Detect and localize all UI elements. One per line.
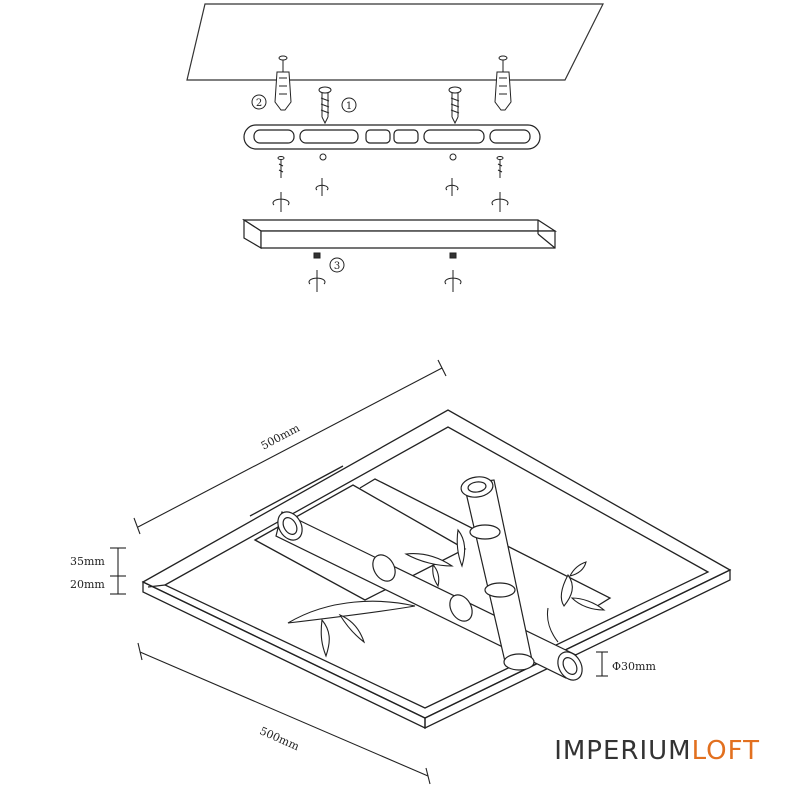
brand-part-1: IMPERIUM	[554, 736, 692, 766]
screw-right	[448, 86, 462, 125]
step-2-marker: 2	[251, 94, 267, 110]
wall-anchor-left	[274, 55, 292, 111]
brand-logo: IMPERIUMLOFT	[554, 736, 760, 766]
bottom-dimension	[137, 642, 431, 785]
screw-left	[318, 86, 332, 125]
step-1-label: 1	[346, 101, 352, 112]
mounting-bracket	[243, 124, 541, 150]
height-dimension	[110, 547, 126, 595]
bamboo-leaves	[287, 528, 606, 658]
brand-part-2: LOFT	[691, 736, 760, 766]
bottom-width-label: 500mm	[258, 724, 302, 753]
top-dimension	[133, 359, 447, 535]
ceiling-surface	[186, 3, 604, 81]
height-lower-label: 20mm	[70, 578, 105, 591]
nut-right	[449, 153, 457, 161]
bamboo-tube-diagonal	[460, 476, 535, 671]
rotation-arrows-upper	[272, 178, 509, 212]
step-3-marker: 3	[329, 257, 345, 273]
base-screw-1	[277, 156, 285, 178]
height-upper-label: 35mm	[70, 555, 105, 568]
top-width-label: 500mm	[259, 421, 303, 452]
lamp-base-box	[241, 218, 558, 250]
step-2-label: 2	[256, 98, 262, 109]
nut-left	[319, 153, 327, 161]
wall-anchor-right	[494, 55, 512, 111]
diameter-label: Φ30mm	[612, 660, 656, 673]
step-3-screws	[308, 252, 462, 292]
base-screw-2	[496, 156, 504, 178]
step-1-marker: 1	[341, 97, 357, 113]
diameter-dimension	[596, 651, 608, 677]
step-3-label: 3	[334, 261, 340, 272]
